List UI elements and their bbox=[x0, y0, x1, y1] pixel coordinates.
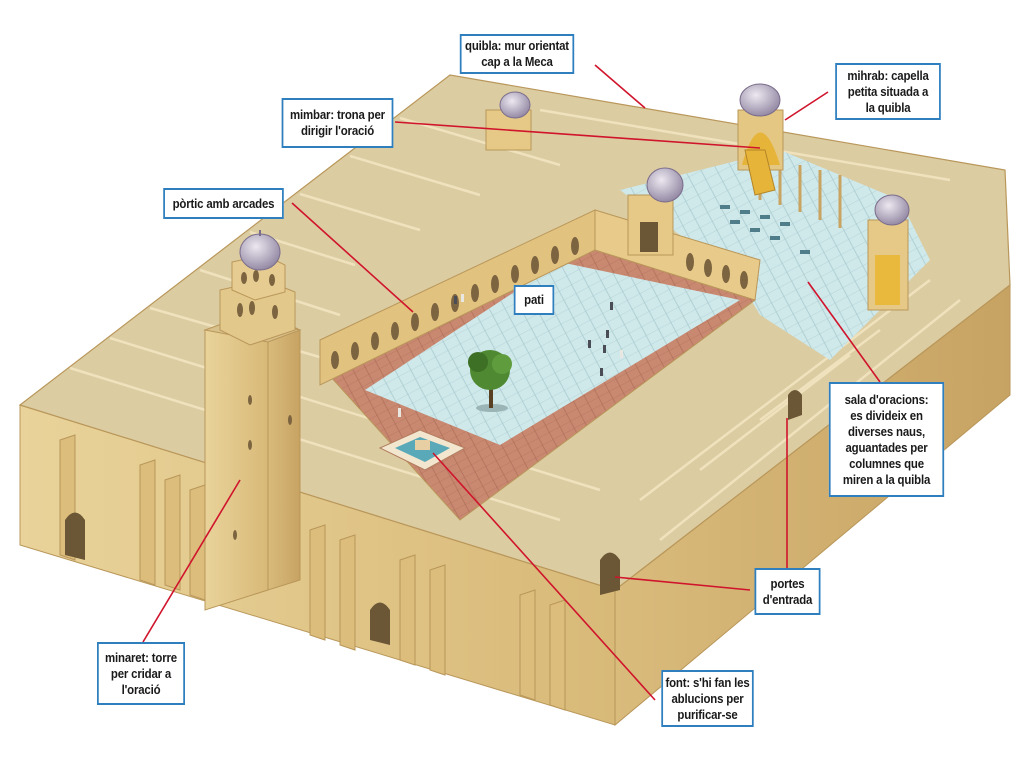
callout-sala-line6: miren a la quibla bbox=[842, 471, 931, 487]
callout-font-line3: purificar-se bbox=[677, 706, 738, 722]
mihrab-dome-icon bbox=[739, 83, 781, 117]
leader-portic bbox=[291, 202, 414, 313]
wall-doorways bbox=[65, 390, 802, 645]
central-gate-door bbox=[640, 222, 658, 252]
leader-mimbar bbox=[394, 121, 761, 149]
callout-mimbar-line2: dirigir l'oració bbox=[300, 123, 375, 138]
callout-portic-line1: pòrtic amb arcades bbox=[172, 195, 275, 211]
callout-pati: pati bbox=[513, 285, 555, 315]
callout-font-line1: font: s'hi fan les bbox=[665, 674, 750, 690]
corner-tower-north bbox=[485, 91, 532, 151]
callout-pati-line1: pati bbox=[524, 292, 544, 307]
leader-quibla bbox=[594, 64, 646, 109]
callout-minaret: minaret: torre per cridar a l'oració bbox=[97, 642, 185, 705]
callout-portes: portes d'entrada bbox=[754, 568, 821, 615]
callout-font-line2: ablucions per bbox=[671, 690, 744, 706]
leader-portes-2 bbox=[614, 576, 751, 591]
callout-minaret-line1: minaret: torre bbox=[105, 649, 177, 665]
callout-quibla-line1: quibla: mur orientat bbox=[465, 38, 569, 53]
leader-sala bbox=[807, 281, 881, 383]
callout-mihrab: mihrab: capella petita situada a la quib… bbox=[835, 63, 941, 120]
ablution-fountain-icon bbox=[378, 429, 467, 471]
callout-minaret-line3: l'oració bbox=[121, 681, 161, 697]
callout-quibla: quibla: mur orientat cap a la Meca bbox=[459, 34, 575, 74]
callout-quibla-line2: cap a la Meca bbox=[481, 54, 553, 69]
callout-mimbar-line1: mimbar: trona per bbox=[290, 107, 385, 122]
courtyard-tiles bbox=[365, 262, 740, 445]
dome-icon bbox=[874, 194, 910, 226]
leader-mihrab bbox=[784, 91, 829, 121]
leader-font bbox=[432, 452, 656, 701]
minaret-dome-icon bbox=[239, 233, 281, 271]
corner-tower-east bbox=[867, 194, 910, 311]
prayer-mats bbox=[720, 205, 810, 254]
callout-portes-line1: portes bbox=[770, 575, 805, 591]
prayer-hall-floor bbox=[620, 150, 930, 360]
mimbar-stairs bbox=[744, 149, 776, 196]
callout-sala-line3: diverses naus, bbox=[847, 423, 926, 439]
leader-minaret bbox=[142, 479, 241, 643]
callout-sala-oracions: sala d'oracions: es divideix en diverses… bbox=[828, 382, 945, 497]
courtyard-tree-icon bbox=[468, 350, 512, 412]
people-figures bbox=[398, 294, 623, 417]
minaret bbox=[203, 254, 302, 611]
callout-sala-line5: columnes que bbox=[849, 455, 924, 471]
callout-mihrab-line1: mihrab: capella bbox=[847, 67, 929, 83]
mihrab-dome-structure bbox=[737, 83, 784, 196]
dome-icon bbox=[499, 91, 531, 119]
leader-lines bbox=[142, 64, 881, 701]
callout-minaret-line2: per cridar a bbox=[110, 665, 172, 681]
arcade-arches bbox=[331, 237, 579, 369]
wall-buttresses bbox=[59, 434, 566, 711]
callout-font: font: s'hi fan les ablucions per purific… bbox=[661, 670, 754, 727]
callout-sala-line1: sala d'oracions: bbox=[844, 391, 929, 407]
callout-sala-line2: es divideix en bbox=[850, 407, 923, 423]
callout-mihrab-line2: petita situada a bbox=[847, 83, 929, 99]
callout-mimbar: mimbar: trona per dirigir l'oració bbox=[281, 98, 394, 148]
arcade-arches-northeast bbox=[686, 253, 748, 289]
callout-portes-line2: d'entrada bbox=[762, 591, 813, 607]
callout-portic: pòrtic amb arcades bbox=[163, 188, 284, 219]
roof-grid bbox=[69, 108, 961, 541]
callout-mihrab-line3: la quibla bbox=[865, 99, 911, 115]
callout-sala-line4: aguantades per bbox=[845, 439, 928, 455]
central-dome-icon bbox=[646, 167, 684, 203]
